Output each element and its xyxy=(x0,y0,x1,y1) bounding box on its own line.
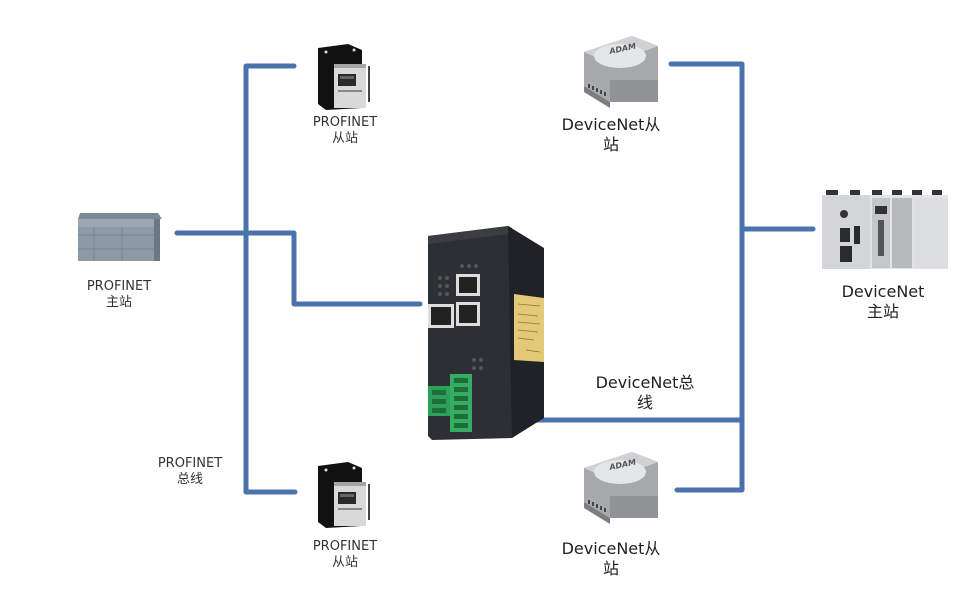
profinet-bus-label: PROFINET 总线 xyxy=(148,456,232,489)
devicenet-slave-top-line2: 站 xyxy=(602,135,619,154)
rack-plc-icon xyxy=(822,190,948,269)
drive-inverter-icon xyxy=(318,462,370,528)
profinet-master-label: PROFINET 主站 xyxy=(72,279,166,312)
profinet-slave-bottom-line1: PROFINET xyxy=(312,539,378,554)
siemens-plc-icon xyxy=(78,213,162,261)
profinet-master-line2: 主站 xyxy=(105,295,132,311)
profinet-slave-top-line1: PROFINET xyxy=(312,115,378,130)
profinet-slave-top-line2: 从站 xyxy=(331,131,358,147)
profinet-slave-bottom-line2: 从站 xyxy=(331,555,358,571)
profinet-master-line1: PROFINET xyxy=(86,279,152,294)
profinet-master-link xyxy=(174,230,423,307)
profinet-bus-line1: PROFINET xyxy=(157,456,223,471)
devicenet-bus-line2: 线 xyxy=(636,393,653,412)
protocol-gateway-icon xyxy=(428,226,544,440)
profinet-bus-trunk xyxy=(243,63,298,495)
profinet-slave-top-label: PROFINET 从站 xyxy=(300,115,390,148)
devicenet-slave-top-label: DeviceNet从 站 xyxy=(556,115,666,155)
devicenet-slave-bottom-line2: 站 xyxy=(602,559,619,578)
drive-inverter-icon xyxy=(318,44,370,110)
profinet-slave-bottom-label: PROFINET 从站 xyxy=(300,539,390,572)
devicenet-slave-bottom-label: DeviceNet从 站 xyxy=(556,539,666,579)
devicenet-bus-line1: DeviceNet总 xyxy=(595,373,695,392)
devicenet-master-line1: DeviceNet xyxy=(841,282,925,301)
adam-io-module-icon: ADAM xyxy=(584,36,658,108)
devicenet-master-label: DeviceNet 主站 xyxy=(828,282,938,322)
devicenet-master-line2: 主站 xyxy=(866,302,899,321)
devicenet-bus-trunk xyxy=(668,61,745,493)
profinet-bus-line2: 总线 xyxy=(176,472,203,488)
devicenet-bus-label: DeviceNet总 线 xyxy=(590,373,700,413)
devicenet-slave-bottom-line1: DeviceNet从 xyxy=(561,539,661,558)
adam-io-module-icon: ADAM xyxy=(584,452,658,524)
devicenet-slave-top-line1: DeviceNet从 xyxy=(561,115,661,134)
